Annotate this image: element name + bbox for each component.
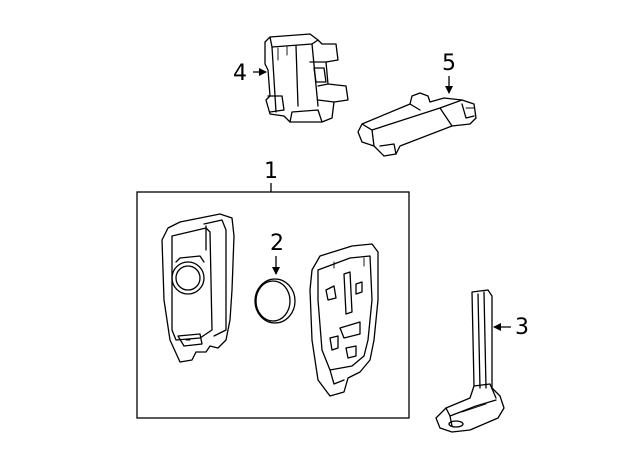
part-3-key-blade	[435, 289, 505, 433]
part-2-coin-battery	[254, 278, 296, 324]
part-1-group-box	[136, 191, 410, 419]
callout-2: 2	[270, 231, 284, 275]
callout-1: 1	[264, 159, 278, 192]
callout-2-label: 2	[270, 231, 284, 256]
callout-1-label: 1	[264, 159, 278, 184]
part-1-fob-back-housing	[309, 243, 379, 397]
part-1-fob-front-housing	[161, 213, 235, 363]
part-5-antenna	[357, 92, 477, 157]
callout-4-label: 4	[233, 61, 247, 86]
part-4-receiver-module	[264, 33, 349, 123]
callout-4: 4	[233, 61, 267, 86]
callout-3: 3	[493, 315, 529, 340]
callout-5: 5	[442, 51, 456, 94]
callout-5-label: 5	[442, 51, 456, 76]
callout-3-label: 3	[515, 315, 529, 340]
